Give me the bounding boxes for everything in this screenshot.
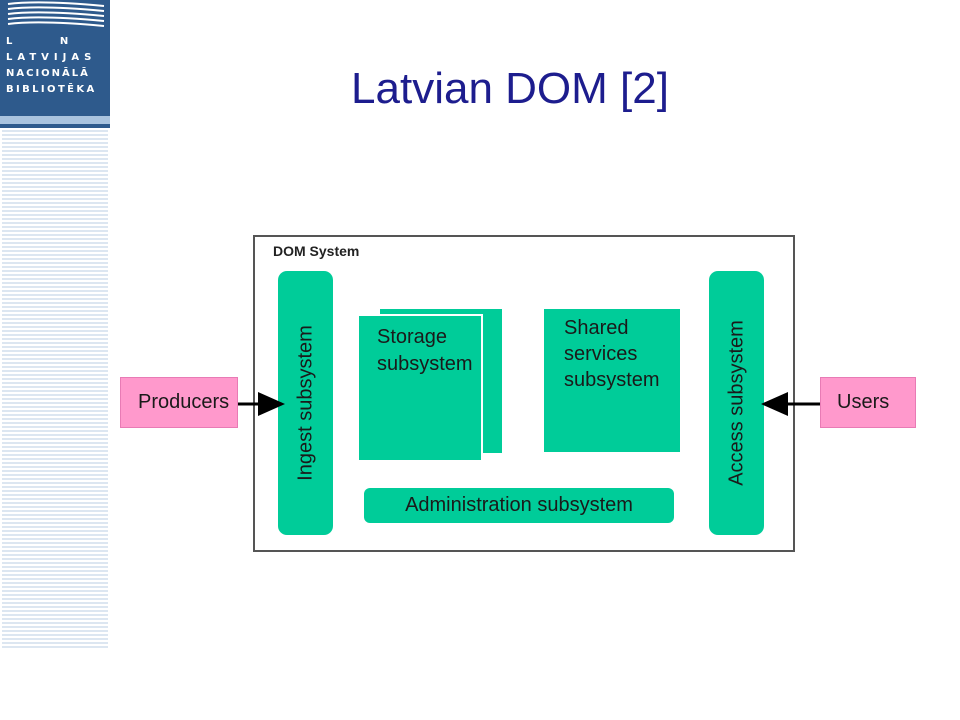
shared-services-subsystem-box: Shared services subsystem	[542, 307, 682, 454]
slide-title: Latvian DOM [2]	[351, 64, 669, 113]
decorative-side-stripes	[2, 130, 108, 648]
shared-label-line3: subsystem	[564, 369, 660, 391]
logo-line-nacionala: NACIONĀLĀ	[6, 68, 90, 79]
shared-services-label: Shared services subsystem	[564, 315, 660, 393]
dom-system-label: DOM System	[273, 243, 360, 259]
storage-label-line2: subsystem	[377, 353, 473, 375]
logo-line-latvijas: LATVIJAS	[6, 52, 97, 63]
logo-lnb-text: L N B	[6, 36, 146, 47]
users-box: Users	[820, 377, 916, 428]
administration-subsystem-label: Administration subsystem	[405, 494, 633, 516]
shared-label-line2: services	[564, 343, 638, 365]
logo-underline	[0, 116, 110, 124]
lnb-logo: L N B LATVIJAS NACIONĀLĀ BIBLIOTĒKA	[0, 0, 146, 128]
storage-subsystem-label: Storage subsystem	[377, 324, 473, 378]
administration-subsystem-box: Administration subsystem	[364, 488, 674, 523]
access-subsystem-box: Access subsystem	[709, 271, 764, 535]
storage-subsystem-box: Storage subsystem	[357, 314, 483, 462]
ingest-subsystem-box: Ingest subsystem	[278, 271, 333, 535]
producers-box: Producers	[120, 377, 238, 428]
logo-waves-graphic	[7, 1, 105, 27]
logo-line-biblioteka: BIBLIOTĒKA	[6, 84, 97, 95]
shared-label-line1: Shared	[564, 317, 629, 339]
storage-label-line1: Storage	[377, 326, 448, 348]
